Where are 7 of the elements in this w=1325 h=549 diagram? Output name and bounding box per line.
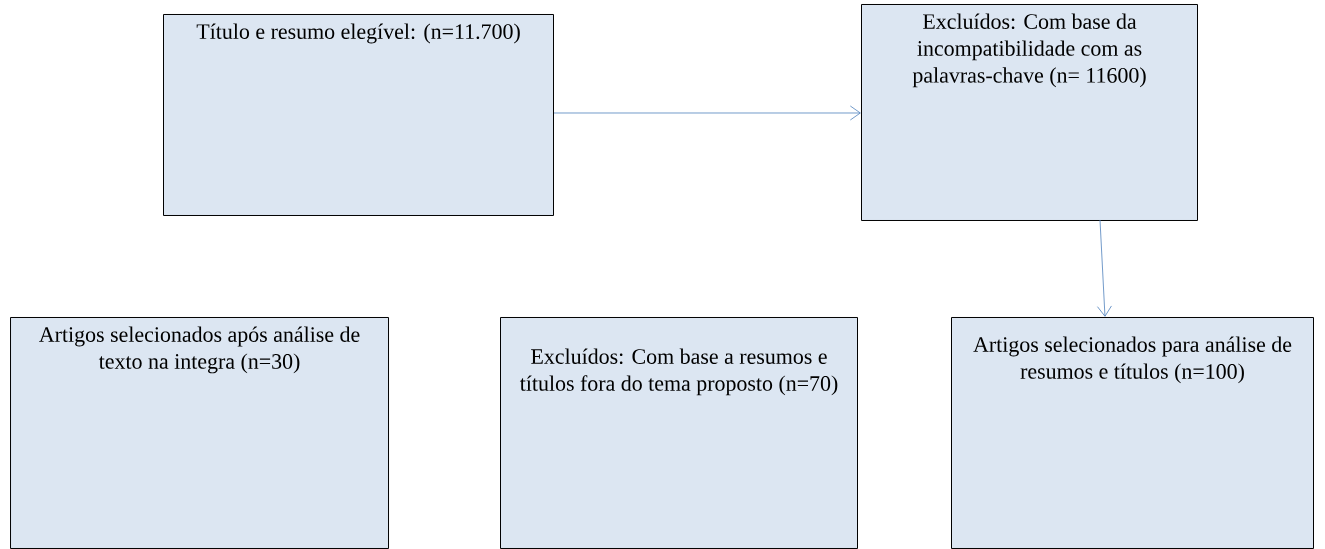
process-box: Artigos selecionados após análise de texto na integra (n=30) bbox=[10, 317, 389, 549]
arrow bbox=[1097, 219, 1112, 317]
process-box: Artigos selecionados para análise de resumos e títulos (n=100) bbox=[951, 317, 1314, 549]
process-box: Excluídos: Com base da incompatibilidade com as palavras-chave (n= 11600) bbox=[861, 4, 1198, 221]
process-box: Título e resumo elegível: (n=11.700) bbox=[163, 14, 554, 216]
process-box: Excluídos: Com base a resumos e títulos fora do tema proposto (n=70) bbox=[500, 317, 858, 549]
arrow bbox=[553, 105, 861, 121]
